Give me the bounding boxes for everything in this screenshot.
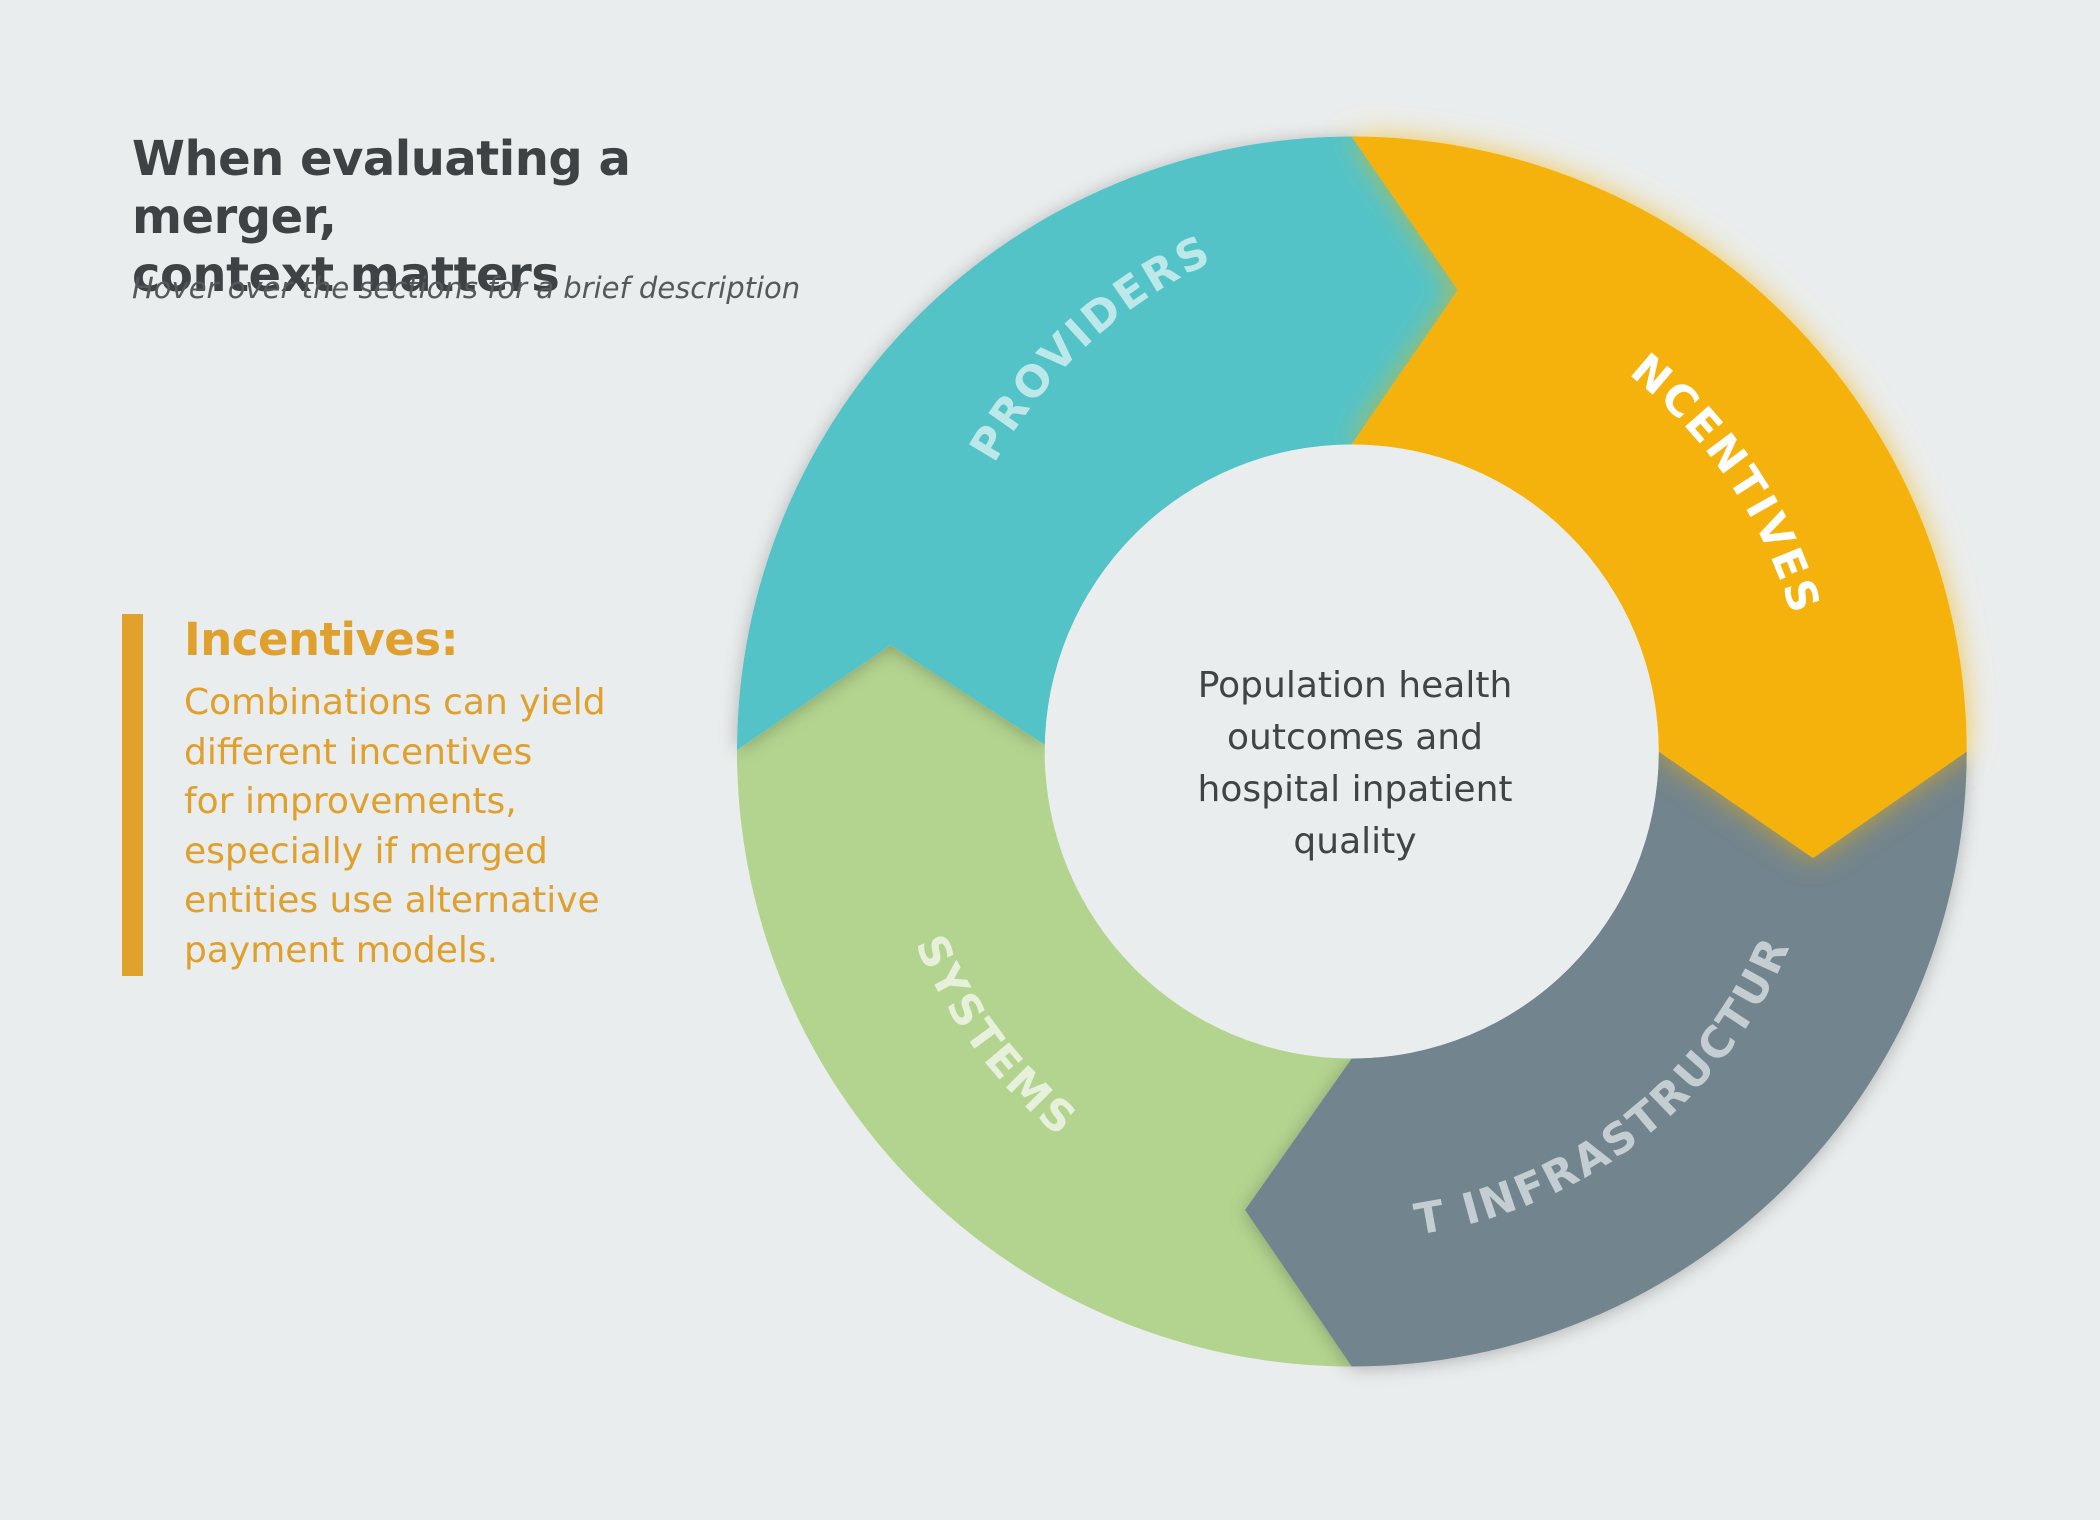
description-panel: Incentives: Combinations can yield diffe… xyxy=(122,614,682,976)
page-subtitle: Hover over the sections for a brief desc… xyxy=(132,271,801,305)
page-title: When evaluating a merger, context matter… xyxy=(132,131,631,303)
ring-segment-incentives[interactable] xyxy=(1351,136,1967,859)
description-title: Incentives: xyxy=(184,613,459,666)
ring-center-disc xyxy=(1044,444,1659,1059)
ring-segment-systems[interactable] xyxy=(736,645,1352,1367)
description-body: Combinations can yield different incenti… xyxy=(184,682,606,971)
ring-segment-providers[interactable] xyxy=(737,136,1458,751)
ring-center-text: Population health outcomes and hospital … xyxy=(1197,665,1513,862)
ring-segment-it-infrastructure[interactable] xyxy=(1245,751,1967,1367)
